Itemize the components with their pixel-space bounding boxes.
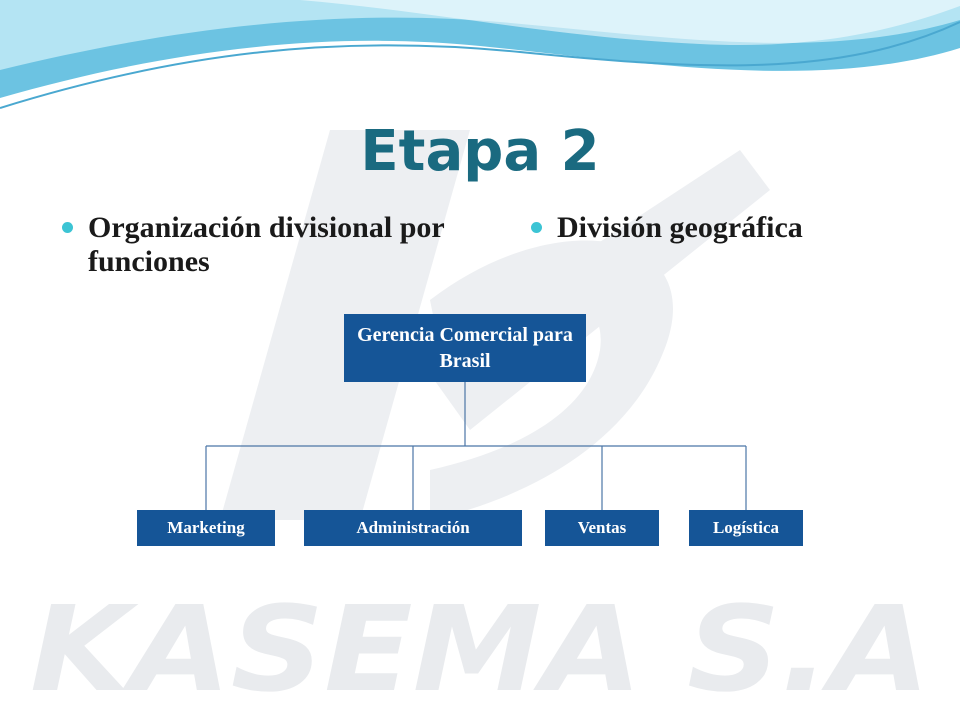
- org-node-administracion: Administración: [304, 510, 522, 546]
- bullet-text: División geográfica: [557, 211, 803, 244]
- bullet-text: Organización divisional por funciones: [88, 211, 445, 278]
- header-wave-highlight: [0, 21, 960, 109]
- org-node-ventas: Ventas: [545, 510, 659, 546]
- org-node-root: Gerencia Comercial para Brasil: [344, 314, 586, 382]
- slide-title: Etapa 2: [360, 119, 600, 184]
- org-node-label: Marketing: [167, 518, 245, 537]
- bullet-dot-icon: [62, 222, 73, 233]
- org-node-logistica: Logística: [689, 510, 803, 546]
- watermark-text: KASEMA S.A: [30, 580, 930, 718]
- org-node-label: Administración: [356, 518, 470, 537]
- bullet-item-functions: Organización divisional por funciones: [62, 211, 468, 279]
- org-connectors: [205, 382, 747, 510]
- org-node-label: Ventas: [577, 518, 627, 537]
- header-wave-white: [300, 0, 960, 46]
- org-node-marketing: Marketing: [137, 510, 275, 546]
- org-node-label: Logística: [712, 518, 780, 537]
- bullet-dot-icon: [531, 222, 542, 233]
- org-node-label: Gerencia Comercial para Brasil: [357, 324, 573, 372]
- bullet-item-geographic: División geográfica: [531, 211, 937, 245]
